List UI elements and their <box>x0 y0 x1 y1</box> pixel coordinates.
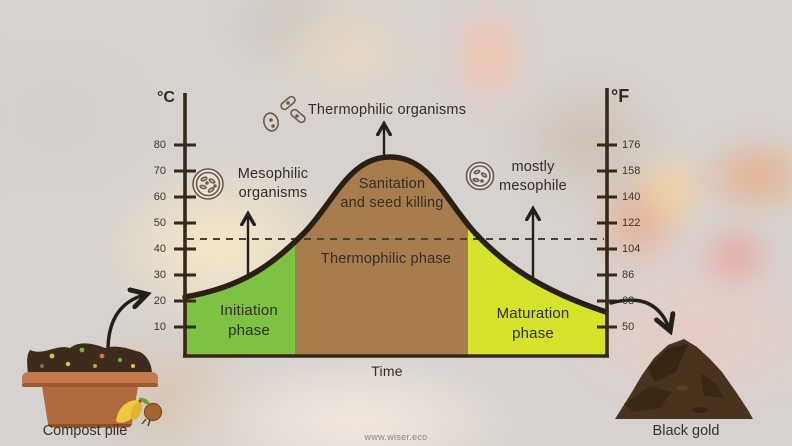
mesophilic-organisms-label: Mesophilic organisms <box>217 165 329 203</box>
celsius-unit-label: °C <box>157 89 175 106</box>
compost-pile-illustration <box>22 343 163 428</box>
compost-soil <box>27 343 152 374</box>
f-tick-140: 140 <box>622 191 641 203</box>
left-axis-ticks <box>174 143 196 329</box>
initiation-phase-area <box>185 241 295 356</box>
mostly-line2: mesophile <box>499 178 567 194</box>
phase-areas <box>185 157 606 356</box>
initiation-phase-line2: phase <box>228 322 270 339</box>
c-tick-40: 40 <box>153 243 166 255</box>
c-tick-20: 20 <box>153 295 166 307</box>
c-tick-10: 10 <box>153 321 166 333</box>
c-tick-50: 50 <box>153 217 166 229</box>
sanitation-annotation: Sanitation and seed killing <box>311 175 473 213</box>
c-tick-30: 30 <box>153 269 166 281</box>
c-tick-80: 80 <box>153 139 166 151</box>
f-tick-50: 50 <box>622 321 635 333</box>
f-tick-86: 86 <box>622 269 635 281</box>
x-axis-label: Time <box>371 363 403 379</box>
mesophilic-line1: Mesophilic <box>237 166 309 182</box>
chart-to-blackgold-arrow <box>609 298 669 328</box>
black-gold-caption: Black gold <box>652 423 720 439</box>
initiation-phase-line1: Initiation <box>220 302 278 319</box>
compost-to-chart-arrow <box>106 295 144 350</box>
mesophilic-microbes-icon <box>192 168 224 200</box>
black-gold-illustration <box>615 339 753 419</box>
compost-pot-body <box>42 386 138 428</box>
f-tick-104: 104 <box>622 243 641 255</box>
f-tick-158: 158 <box>622 165 641 177</box>
sanitation-line2: and seed killing <box>340 195 444 211</box>
thermophilic-phase-label: Thermophilic phase <box>320 251 452 267</box>
temperature-curve <box>182 154 609 315</box>
arrows <box>106 126 669 350</box>
fruit-leaf <box>139 397 150 405</box>
c-tick-60: 60 <box>153 191 166 203</box>
maturation-phase-label: Maturation phase <box>483 304 583 344</box>
f-tick-176: 176 <box>622 139 641 151</box>
f-tick-122: 122 <box>622 217 641 229</box>
mostly-line1: mostly <box>511 159 555 175</box>
c-tick-70: 70 <box>153 165 166 177</box>
maturation-phase-area <box>468 224 606 356</box>
fruit <box>143 402 163 422</box>
thermophilic-phase-area <box>295 157 468 356</box>
banana-peel <box>116 399 141 423</box>
compost-pile-caption: Compost pile <box>42 423 128 439</box>
watermark: www.wiser.eco <box>364 432 428 442</box>
sanitation-line1: Sanitation <box>358 176 426 192</box>
initiation-phase-label: Initiation phase <box>199 301 299 341</box>
axes <box>174 88 617 358</box>
fahrenheit-unit-label: °F <box>611 86 630 106</box>
maturation-phase-line2: phase <box>512 325 554 342</box>
mostly-mesophile-label: mostly mesophile <box>482 158 584 196</box>
mesophilic-line2: organisms <box>238 185 308 201</box>
f-tick-68: 68 <box>622 295 635 307</box>
mostly-mesophile-microbes-icon <box>465 161 495 191</box>
thermophilic-organisms-label: Thermophilic organisms <box>307 102 467 118</box>
maturation-phase-line1: Maturation <box>496 305 570 322</box>
thermophilic-bacteria-icon <box>263 95 306 132</box>
